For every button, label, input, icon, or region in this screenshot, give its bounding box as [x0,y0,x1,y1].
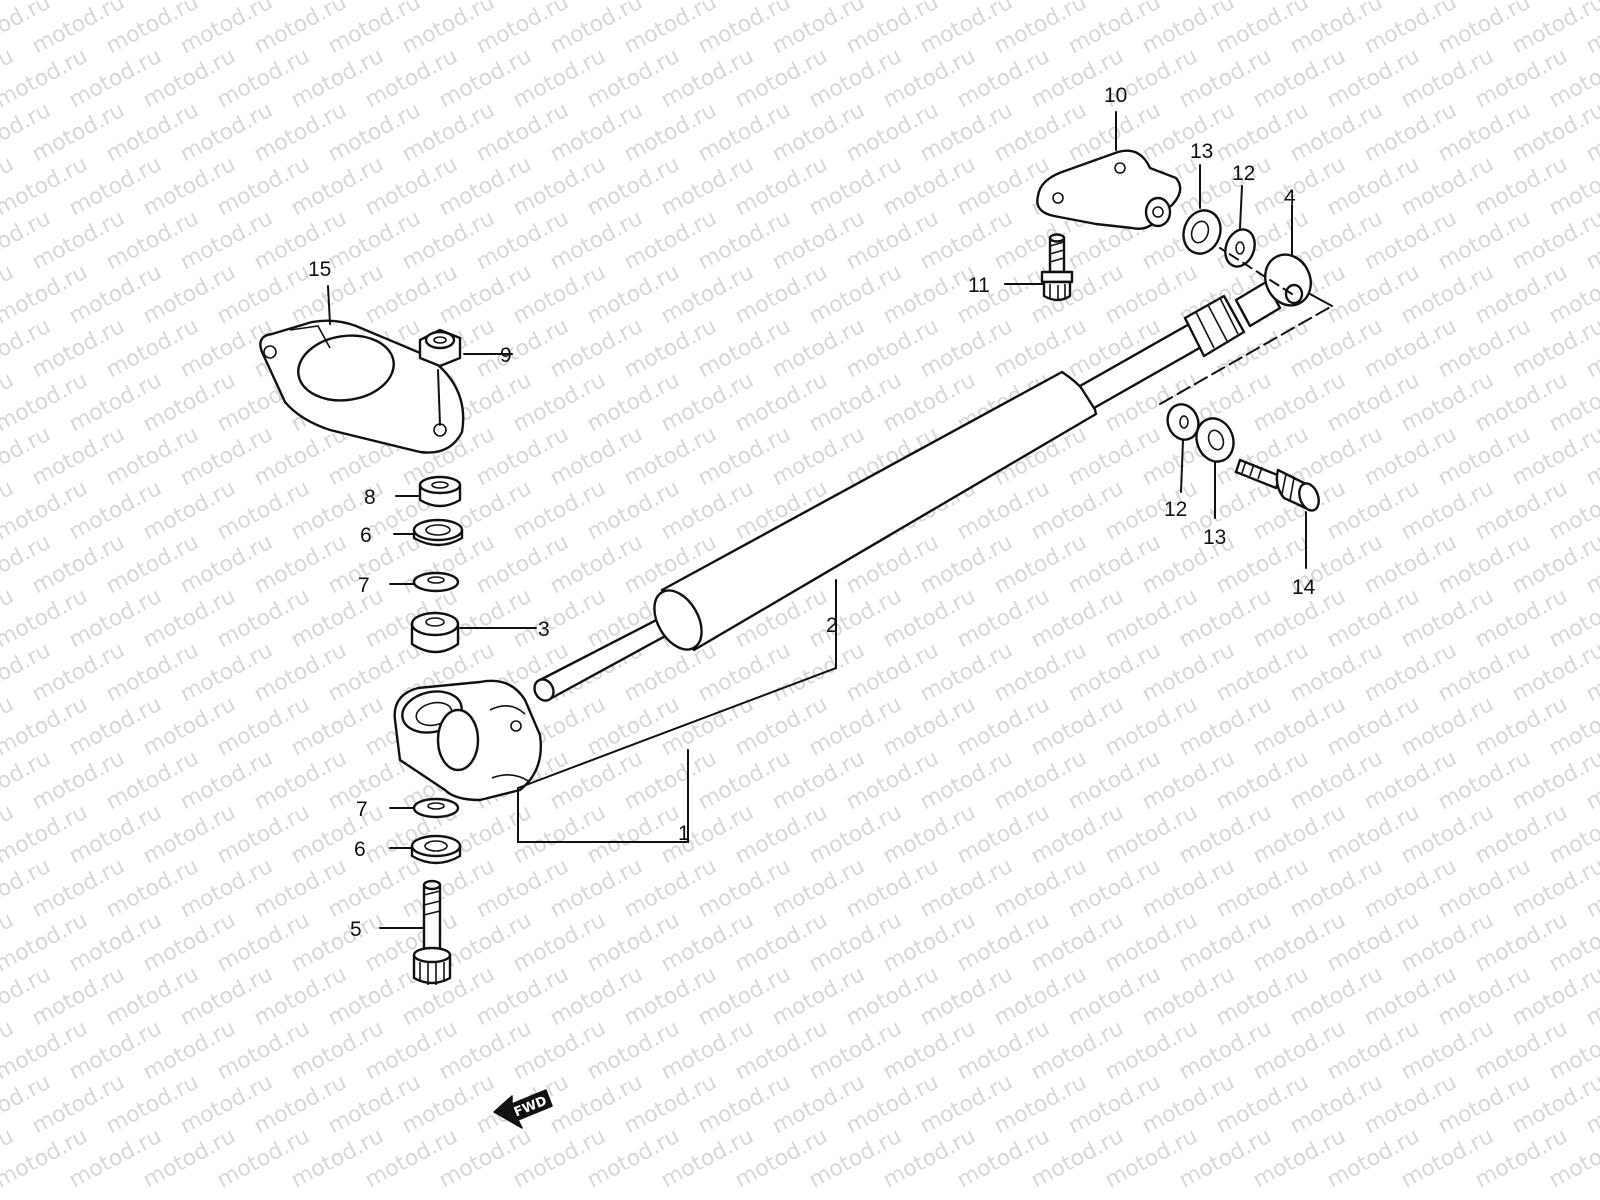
flat-washer-lower [412,797,460,819]
callout-13-upper: 13 [1190,140,1213,163]
spacer [418,475,462,508]
callout-6-upper: 6 [360,524,372,547]
mount-plate-bolt [1040,233,1074,302]
callout-1: 1 [678,822,690,845]
callout-13-lower: 13 [1203,526,1226,549]
callout-5: 5 [350,918,362,941]
steering-damper-assembly [393,253,1312,802]
rubber-bush [410,611,460,654]
washer-lower [1166,403,1200,441]
callout-12-lower: 12 [1164,498,1187,521]
collar-upper [1182,209,1222,255]
callout-15: 15 [308,258,331,281]
callouts: 1 2 3 4 5 6 6 7 7 8 9 10 11 12 12 13 13 … [308,84,1316,941]
callout-3: 3 [538,618,550,641]
callout-4: 4 [1284,186,1296,209]
lock-nut [418,328,462,368]
callout-12-upper: 12 [1232,162,1255,185]
rod-end-eye [1264,253,1312,307]
mounting-bolt [412,879,452,985]
rubber-washer-lower [410,834,462,865]
collar-lower [1195,417,1235,463]
damper-left-clamp [393,679,542,802]
rod-end-bolt [1234,458,1320,512]
callout-7-lower: 7 [356,798,368,821]
callout-11: 11 [968,274,990,297]
callout-14: 14 [1292,576,1316,599]
flat-washer-upper [412,571,460,593]
damper-mount-plate [1036,149,1182,230]
rubber-washer-upper [412,518,464,547]
callout-7-upper: 7 [358,574,370,597]
damper-bracket [259,319,465,454]
callout-9: 9 [500,344,512,367]
damper-adjuster-collar [1183,294,1246,358]
leader-lines [327,111,1333,929]
callout-6-lower: 6 [354,838,366,861]
callout-2: 2 [826,614,838,637]
callout-10: 10 [1104,84,1127,107]
callout-8: 8 [364,486,376,509]
